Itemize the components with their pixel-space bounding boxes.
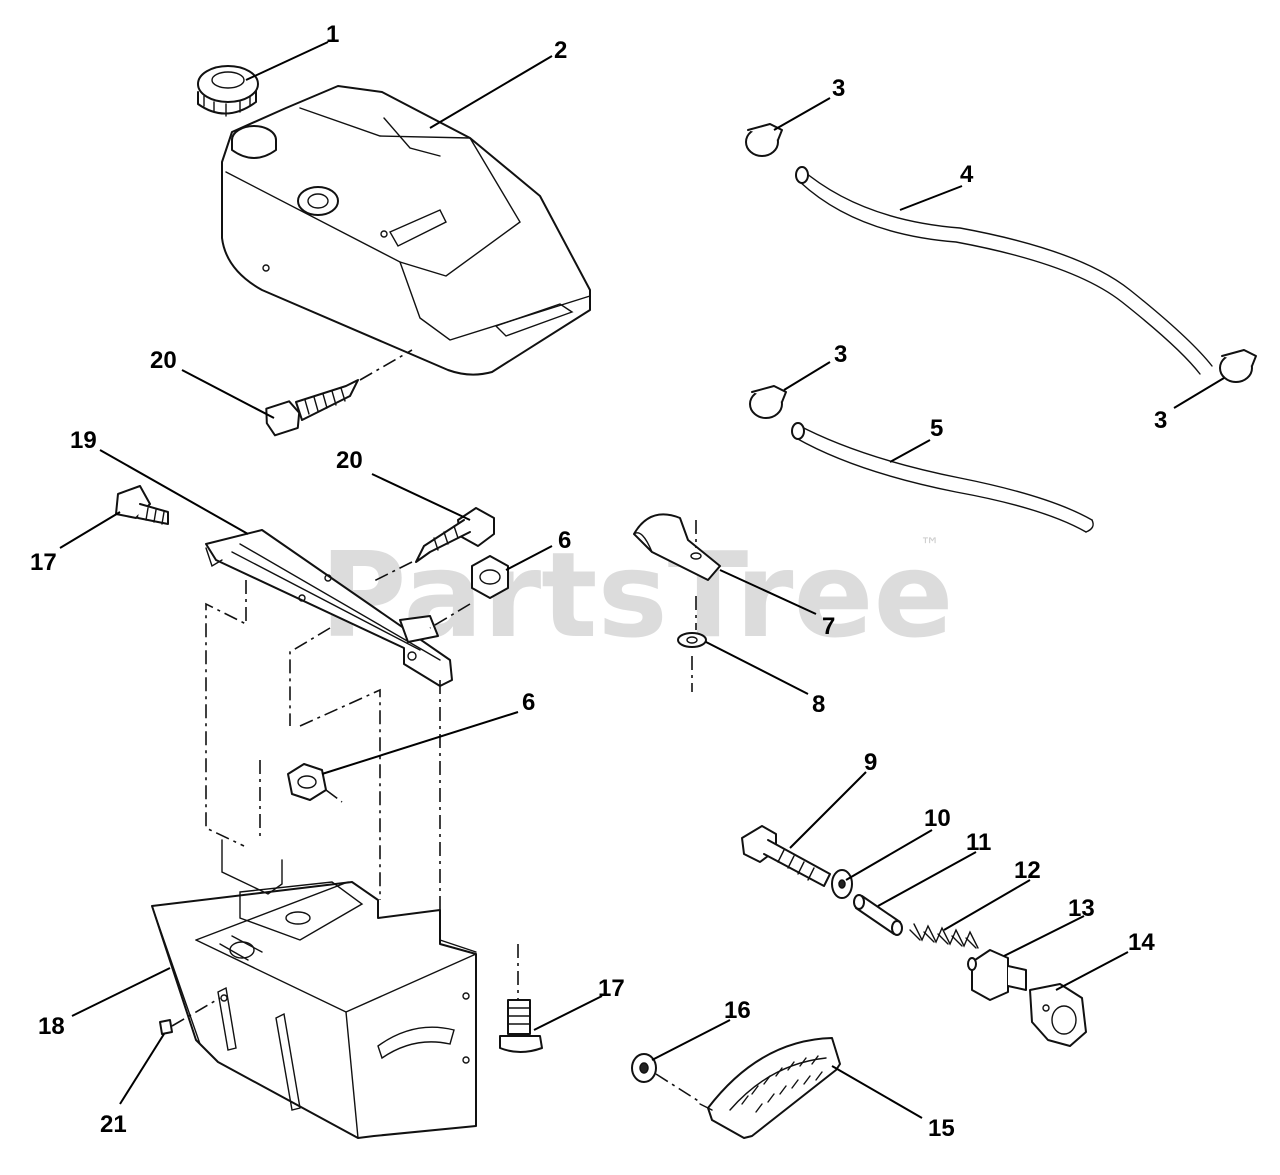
- callout-18: 18: [38, 1013, 65, 1040]
- hose-clamp-3: [1219, 349, 1257, 383]
- fuel-cap: [197, 65, 259, 117]
- callout-17: 17: [30, 549, 57, 576]
- bolt-upper: [115, 485, 169, 525]
- bolt-9: [741, 825, 831, 887]
- line-clip-plate: [633, 513, 721, 630]
- callout-14: 14: [1128, 929, 1155, 956]
- callout-10: 10: [924, 805, 951, 832]
- bolt-lower: [499, 999, 543, 1053]
- watermark-trademark: ™: [920, 533, 940, 557]
- callout-2: 2: [554, 37, 567, 64]
- callout-20: 20: [336, 447, 363, 474]
- callout-11: 11: [966, 829, 991, 856]
- callout-3: 3: [834, 341, 847, 368]
- washer-8: [677, 632, 707, 692]
- end-fitting-14: [1029, 983, 1087, 1047]
- assembly-lines: [205, 580, 519, 1000]
- callout-19: 19: [70, 427, 97, 454]
- fuel-line-long: [795, 166, 1213, 375]
- callout-4: 4: [960, 161, 974, 188]
- dash-panel: [151, 839, 477, 1139]
- nut-lower: [287, 763, 343, 803]
- callout-3: 3: [832, 75, 845, 102]
- fuel-tank: [221, 85, 591, 376]
- callout-16: 16: [724, 997, 751, 1024]
- throttle-quadrant: [699, 1037, 841, 1139]
- callout-7: 7: [822, 613, 835, 640]
- nut-upper: [429, 555, 509, 629]
- callout-21: 21: [100, 1111, 127, 1138]
- spring-12: [909, 923, 979, 949]
- knob-13: [967, 949, 1027, 1001]
- callout-6: 6: [558, 527, 571, 554]
- callout-6: 6: [522, 689, 535, 716]
- callout-12: 12: [1014, 857, 1041, 884]
- callout-5: 5: [930, 415, 943, 442]
- spacer-11: [853, 894, 903, 936]
- screw-upper: [265, 349, 413, 437]
- callout-20: 20: [150, 347, 177, 374]
- callout-9: 9: [864, 749, 877, 776]
- hose-clamp-2: [749, 385, 787, 419]
- tank-support-bracket: [205, 529, 453, 687]
- panel-clip: [159, 997, 221, 1035]
- fuel-line-short: [791, 422, 1094, 533]
- callout-3: 3: [1154, 407, 1167, 434]
- callout-13: 13: [1068, 895, 1095, 922]
- washer-10: [831, 869, 853, 899]
- callout-labels: 1 2 3 4 3 3 5 20 19 20 17 6 6 7 8 9 10 1…: [30, 21, 1167, 1142]
- callout-8: 8: [812, 691, 825, 718]
- hose-clamp-1: [745, 123, 783, 157]
- callout-1: 1: [326, 21, 339, 48]
- leader-lines: [59, 41, 1225, 1119]
- callout-15: 15: [928, 1115, 955, 1142]
- callout-17: 17: [598, 975, 625, 1002]
- washer-16: [631, 1053, 701, 1103]
